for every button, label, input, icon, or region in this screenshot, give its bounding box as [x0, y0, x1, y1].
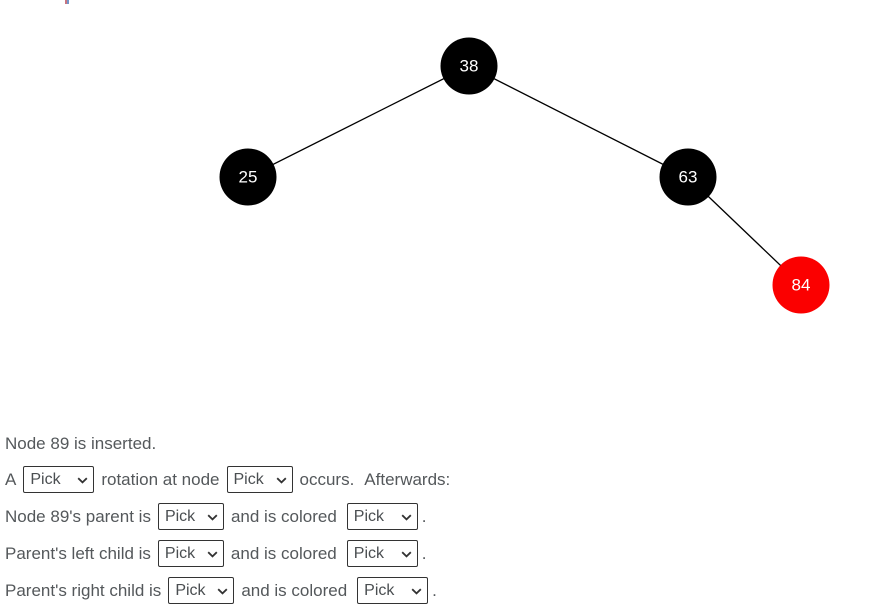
parent-color-select-wrap: Pick [346, 503, 418, 530]
right-child-row: Parent's right child is Pick and is colo… [5, 577, 875, 604]
question-area: Node 89 is inserted. A Pick rotation at … [5, 434, 875, 614]
left-child-node-select[interactable]: Pick [157, 540, 224, 567]
period-text: . [432, 580, 437, 600]
left-child-row-lead: Parent's left child is [5, 543, 151, 563]
tree-node-84 [772, 256, 830, 314]
right-child-color-select[interactable]: Pick [357, 577, 429, 604]
tree-node-label-84: 84 [792, 276, 811, 295]
rotation-middle-text: rotation at node [101, 469, 220, 489]
occurs-text: occurs. [299, 469, 355, 489]
right-child-row-lead: Parent's right child is [5, 580, 162, 600]
parent-node-select[interactable]: Pick [157, 503, 224, 530]
tree-node-label-25: 25 [239, 168, 258, 187]
parent-node-select-wrap: Pick [157, 503, 224, 530]
red-black-tree-canvas: 38 25 63 84 [219, 37, 830, 314]
parent-color-select[interactable]: Pick [346, 503, 418, 530]
left-child-node-select-wrap: Pick [157, 540, 224, 567]
parent-row-middle: and is colored [230, 506, 337, 526]
left-child-row: Parent's left child is Pick and is color… [5, 540, 875, 567]
right-child-row-middle: and is colored [241, 580, 348, 600]
tree-node-63 [659, 148, 717, 206]
tree-node-38 [440, 37, 498, 95]
rotation-node-select[interactable]: Pick [226, 466, 293, 493]
rotation-node-select-wrap: Pick [226, 466, 293, 493]
clipped-element [65, 0, 69, 4]
rotation-type-select[interactable]: Pick [23, 466, 95, 493]
rotation-line: A Pick rotation at node Pick occurs. Aft… [5, 466, 875, 493]
parent-row-lead: Node 89's parent is [5, 506, 151, 526]
tree-node-25 [219, 148, 277, 206]
tree-edge-38-25 [247, 65, 470, 178]
tree-node-label-38: 38 [460, 57, 479, 76]
right-child-node-select[interactable]: Pick [168, 577, 235, 604]
tree-node-label-63: 63 [679, 168, 698, 187]
inserted-statement: Node 89 is inserted. [5, 434, 157, 453]
rotation-prefix: A [5, 469, 17, 489]
right-child-node-select-wrap: Pick [168, 577, 235, 604]
afterwards-text: Afterwards: [364, 469, 451, 489]
right-child-color-select-wrap: Pick [357, 577, 429, 604]
left-child-color-select[interactable]: Pick [346, 540, 418, 567]
left-child-row-middle: and is colored [230, 543, 337, 563]
tree-edge-38-63 [468, 65, 689, 178]
parent-row: Node 89's parent is Pick and is colored … [5, 503, 875, 530]
left-child-color-select-wrap: Pick [346, 540, 418, 567]
period-text: . [421, 506, 427, 526]
period-text: . [421, 543, 427, 563]
rotation-type-select-wrap: Pick [23, 466, 95, 493]
